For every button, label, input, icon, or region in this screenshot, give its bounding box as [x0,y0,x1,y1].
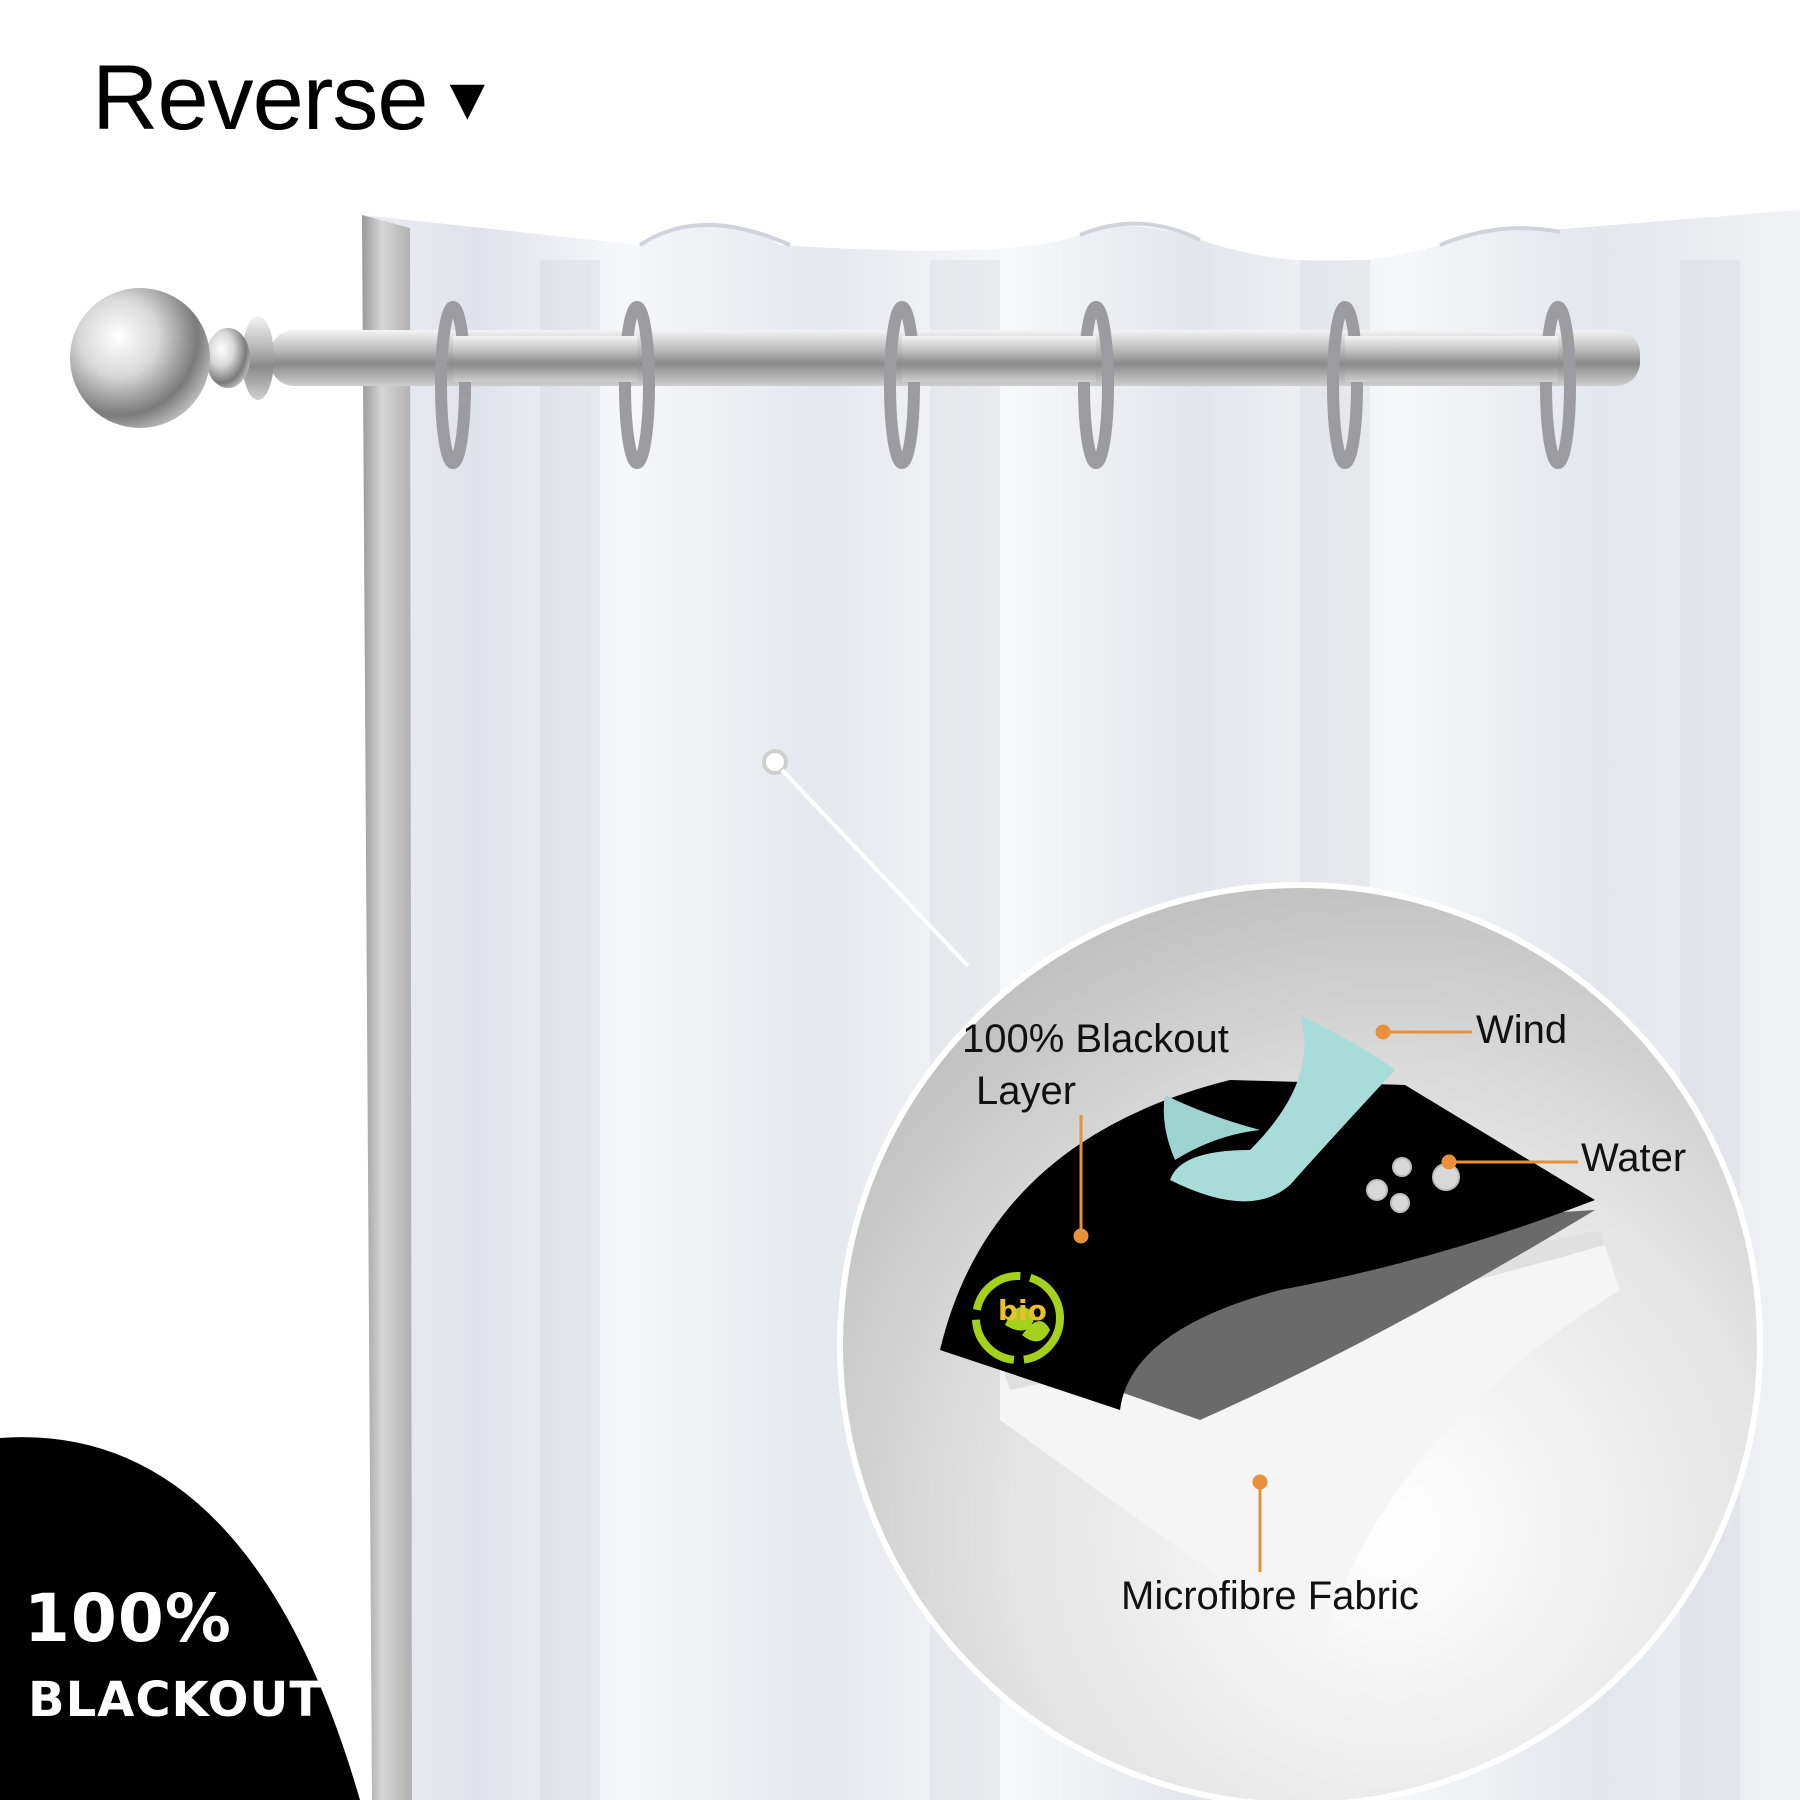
water-droplets [1366,1157,1460,1213]
grommet [435,301,471,469]
leader-lines [1073,1024,1578,1572]
label-wind: Wind [1476,1008,1568,1052]
blackout-badge [0,1437,360,1800]
eco-logo-text: bio [998,1294,1047,1327]
blackout-layer [940,1080,1595,1410]
grommet [1540,301,1576,469]
callout-line [780,768,970,968]
label-water: Water [1581,1136,1687,1180]
callout-marker [762,749,788,775]
label-blackout-line1: 100% Blackout [962,1017,1229,1061]
grommet [1327,301,1363,469]
grommets [435,301,1576,469]
label-blackout-line2: Layer [976,1069,1077,1113]
badge-line2: BLACKOUT [28,1672,324,1728]
wind-layer [1170,1015,1395,1202]
grommet [619,301,655,469]
grommet [884,301,920,469]
wind-tail [1163,1095,1260,1160]
down-arrow-icon: ▼ [437,64,497,132]
eco-logo: bio [972,1272,1064,1364]
grommet [1078,301,1114,469]
title-text: Reverse [92,47,429,149]
curtain-side-hem [362,215,412,1800]
rod-finial [70,288,274,428]
page-title: Reverse▼ [92,52,497,144]
badge-line1: 100% [24,1580,232,1657]
label-blackout-layer: 100% Blackout Layer [962,1013,1229,1117]
label-microfibre: Microfibre Fabric [1121,1574,1419,1618]
curtain-top-folds [638,221,1561,247]
